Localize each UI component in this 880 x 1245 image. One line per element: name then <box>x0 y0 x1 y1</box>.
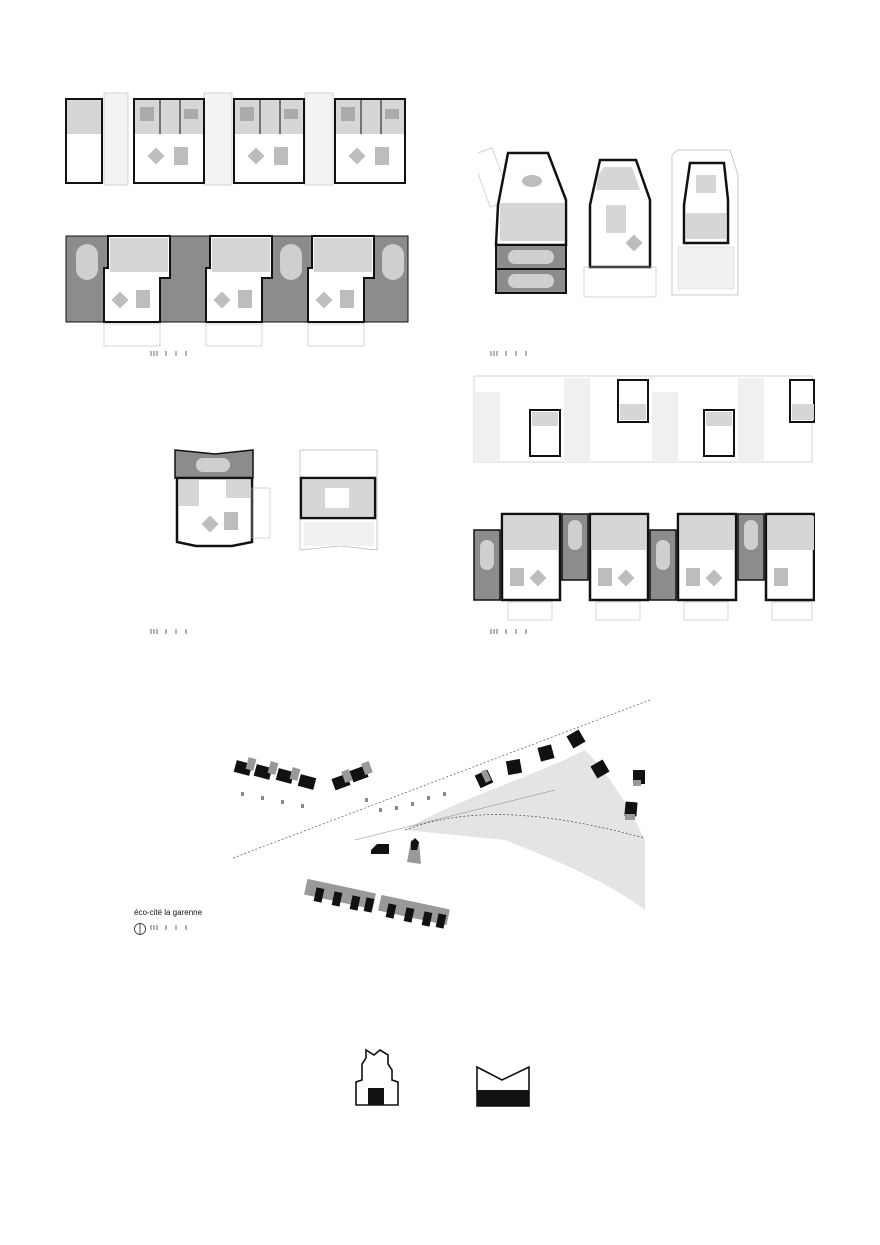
row-house-upper <box>617 379 649 423</box>
scale-bar-icon <box>150 351 187 356</box>
tower-house-first-level <box>583 158 657 298</box>
row-house-upper <box>703 409 735 457</box>
terrace-unit <box>233 98 305 184</box>
site-house-cluster <box>233 757 317 790</box>
scale-bar-icon <box>490 629 527 634</box>
terrace-unit <box>334 98 406 184</box>
terrace-unit <box>103 235 171 347</box>
terrace-unit <box>307 235 375 347</box>
tower-house-ground-level <box>478 147 568 294</box>
plan-detached-house-levels <box>174 449 378 551</box>
row-house-upper <box>789 379 815 423</box>
plan-terrace-ground-floor <box>65 235 409 347</box>
detached-house-upper-level <box>299 449 378 551</box>
row-house-ground <box>588 512 650 621</box>
row-house-upper <box>529 409 561 457</box>
scale-bar-icon <box>150 629 187 634</box>
plan-terrace-upper-floor <box>65 92 406 186</box>
landscape-area <box>405 750 645 910</box>
scale-bar-icon <box>490 351 527 356</box>
row-house-ground <box>764 512 815 621</box>
tower-house-second-level <box>671 149 739 296</box>
scale-bar-icon <box>150 925 187 930</box>
plan-row-houses-upper-floor <box>473 375 815 463</box>
detached-house-ground-level <box>174 449 271 548</box>
site-house-cluster <box>331 760 373 791</box>
site-house-cluster <box>474 729 645 820</box>
tower-house-pictogram <box>355 1048 399 1106</box>
row-house-ground <box>500 512 562 621</box>
site-plan <box>232 699 651 929</box>
north-arrow-icon <box>134 923 146 935</box>
site-house-cluster <box>304 878 450 929</box>
plan-tower-house-levels <box>478 147 739 298</box>
site-plan-caption: éco-cité la garenne <box>134 908 203 917</box>
plan-row-houses-ground-floor <box>473 512 815 621</box>
row-house-ground <box>676 512 738 621</box>
butterfly-roof-pictogram <box>476 1065 530 1107</box>
site-house-cluster <box>371 838 421 864</box>
terrace-unit <box>133 98 205 184</box>
terrace-unit <box>205 235 273 347</box>
